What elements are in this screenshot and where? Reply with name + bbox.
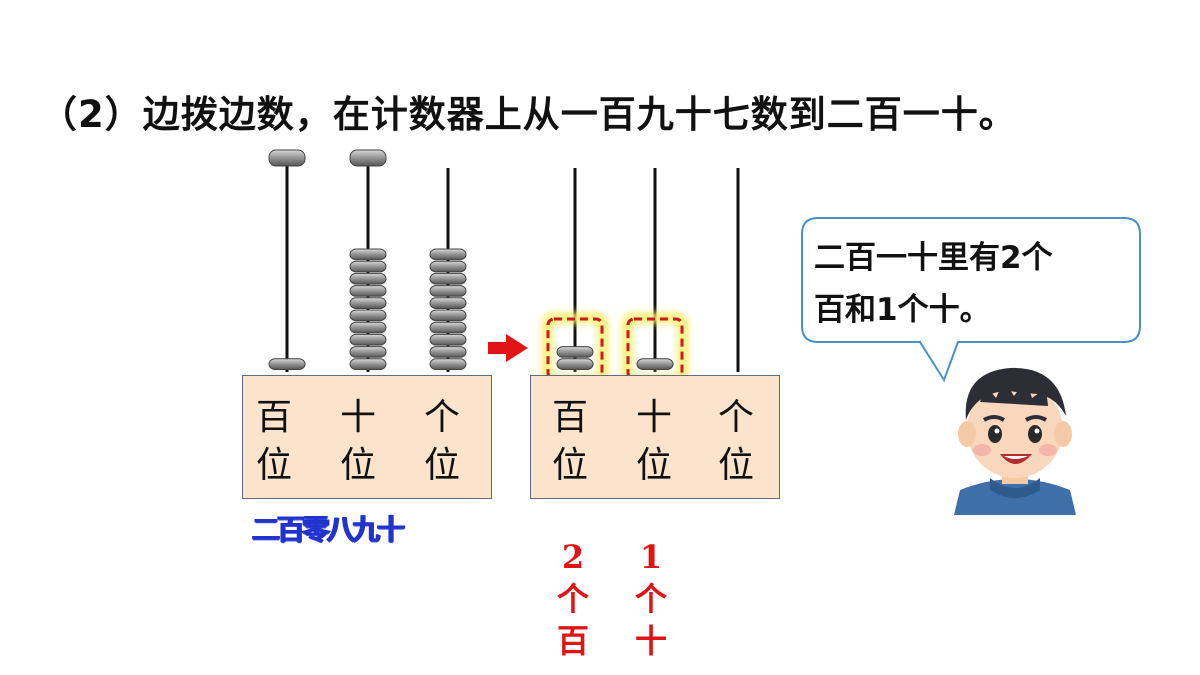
left_counter-bead-1-4 bbox=[349, 309, 387, 322]
left_counter-bead-1-2 bbox=[349, 333, 387, 346]
right-ones-label-bottom: 位 bbox=[717, 445, 754, 486]
left_counter-bead-2-6 bbox=[429, 285, 467, 297]
left_counter-rod-cap-0 bbox=[268, 149, 306, 167]
speech-line-2: 百和1个十。 bbox=[814, 292, 991, 328]
right-hundreds-label-bottom: 位 bbox=[551, 445, 588, 486]
right-counter-base bbox=[530, 375, 780, 499]
left_counter-bead-2-5 bbox=[429, 297, 467, 309]
speech-line-1: 二百一十里有2个 bbox=[814, 240, 1053, 276]
left-hundreds-label-top: 百 bbox=[255, 397, 292, 438]
speech-bubble-text: 二百一十里有2个 百和1个十。 bbox=[814, 232, 1134, 336]
left-tens-label-bottom: 位 bbox=[339, 445, 376, 486]
left_counter-bead-1-0 bbox=[349, 358, 387, 370]
left_counter-bead-2-9 bbox=[429, 248, 467, 261]
left_counter-bead-1-9 bbox=[349, 248, 387, 261]
highlight-box-1 bbox=[626, 317, 684, 381]
left_counter-bead-2-8 bbox=[429, 260, 467, 273]
right_counter-bead-0-0 bbox=[556, 358, 594, 370]
left_counter-bead-2-2 bbox=[429, 333, 467, 346]
left_counter-bead-1-7 bbox=[349, 272, 387, 285]
left_counter-bead-0-0 bbox=[268, 358, 306, 370]
annotation-tens-digit: 1 bbox=[639, 538, 663, 576]
annotation-tens-place: 十 bbox=[634, 622, 667, 660]
right-tens-label-bottom: 位 bbox=[635, 445, 672, 486]
right-tens-label-top: 十 bbox=[635, 397, 672, 438]
left_counter-bead-2-1 bbox=[429, 346, 467, 358]
right-arrow-icon bbox=[488, 334, 528, 362]
count-overlay-label: 二百零八九十 bbox=[252, 513, 405, 546]
left_counter-bead-1-5 bbox=[349, 297, 387, 309]
left-ones-label-top: 个 bbox=[423, 397, 460, 438]
annotation-hundreds-place: 百 bbox=[556, 622, 589, 660]
left-counter-base bbox=[242, 375, 492, 499]
boy-avatar bbox=[954, 367, 1076, 515]
annotation-tens-unit: 个 bbox=[634, 580, 667, 618]
left_counter-bead-2-0 bbox=[429, 358, 467, 370]
right-hundreds-label-top: 百 bbox=[551, 397, 588, 438]
page-title: （2）边拨边数，在计数器上从一百九十七数到二百一十。 bbox=[40, 93, 1017, 136]
left_counter-bead-1-3 bbox=[349, 321, 387, 334]
left_counter-bead-2-7 bbox=[429, 272, 467, 285]
right_counter-bead-1-0 bbox=[636, 358, 674, 370]
left_counter-bead-2-4 bbox=[429, 309, 467, 322]
annotation-hundreds-digit: 2 bbox=[561, 538, 585, 576]
left_counter-rod-cap-1 bbox=[349, 149, 387, 167]
left_counter-bead-2-3 bbox=[429, 321, 467, 334]
right-ones-label-top: 个 bbox=[717, 397, 754, 438]
left-tens-label-top: 十 bbox=[339, 397, 376, 438]
annotation-hundreds-unit: 个 bbox=[556, 580, 589, 618]
left-hundreds-label-bottom: 位 bbox=[255, 445, 292, 486]
left-ones-label-bottom: 位 bbox=[423, 445, 460, 486]
left_counter-bead-1-6 bbox=[349, 285, 387, 297]
speech-bubble bbox=[801, 217, 1141, 383]
right_counter-bead-0-1 bbox=[556, 346, 594, 358]
left_counter-bead-1-1 bbox=[349, 346, 387, 358]
left_counter-bead-1-8 bbox=[349, 260, 387, 273]
highlight-box-0 bbox=[546, 317, 604, 381]
